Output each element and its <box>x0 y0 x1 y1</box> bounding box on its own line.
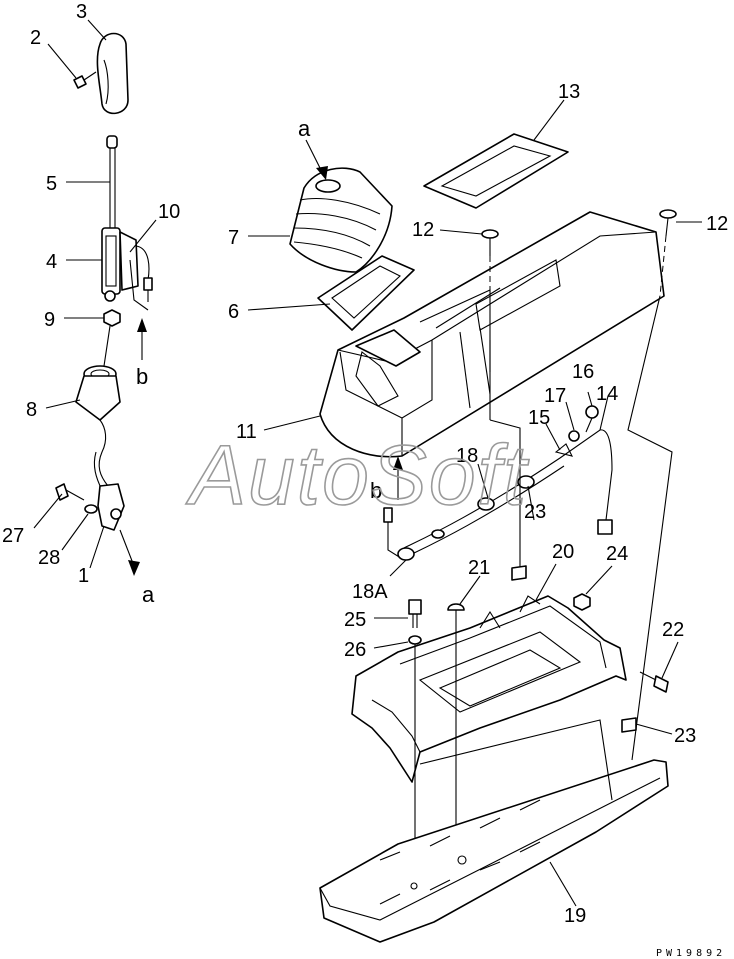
nut-part <box>103 309 121 327</box>
screw-16-part <box>585 405 599 433</box>
console-base-part <box>319 719 669 943</box>
callout-22: 22 <box>662 619 684 641</box>
clip-23-bottom <box>621 717 637 733</box>
callout-11: 11 <box>236 421 257 443</box>
callout-18: 18 <box>456 445 478 467</box>
callout-21: 21 <box>468 557 490 579</box>
callout-1: 1 <box>78 565 89 587</box>
callout-23-top: 23 <box>524 501 546 523</box>
boot-plate-part <box>317 255 415 331</box>
callout-17: 17 <box>544 385 566 407</box>
callout-13: 13 <box>558 81 580 103</box>
bolt-25-part <box>408 599 422 628</box>
lever-boot-part <box>75 365 121 421</box>
arrow-a-bottom <box>119 529 140 576</box>
console-screw-right <box>659 209 677 237</box>
callout-19: 19 <box>564 905 586 927</box>
console-frame-part <box>351 595 627 783</box>
callout-12-left: 12 <box>412 219 434 241</box>
marker-a-top: a <box>298 116 311 141</box>
callout-16: 16 <box>572 361 594 383</box>
callout-7: 7 <box>228 227 239 249</box>
callout-10: 10 <box>158 201 180 223</box>
washer-26-part <box>408 635 422 645</box>
leader-lines <box>33 19 702 907</box>
callout-27: 27 <box>2 525 24 547</box>
switch-wire-part <box>129 245 153 311</box>
callout-9: 9 <box>44 309 55 331</box>
arrow-b-right <box>393 456 403 500</box>
callout-26: 26 <box>344 639 366 661</box>
console-tray-part <box>423 133 569 209</box>
lever-arm-part <box>97 483 125 531</box>
wiring-harness-part <box>383 429 613 561</box>
callout-20: 20 <box>552 541 574 563</box>
arm-washer-part <box>84 504 98 514</box>
callout-5: 5 <box>46 173 57 195</box>
callout-28: 28 <box>38 547 60 569</box>
callout-18A: 18A <box>352 581 388 603</box>
console-screw-left <box>481 229 499 256</box>
drawing-code: PW19892 <box>656 948 726 959</box>
arrow-b-left <box>137 318 147 360</box>
callout-25: 25 <box>344 609 366 631</box>
marker-b-right: b <box>370 478 382 503</box>
callout-2: 2 <box>30 27 41 49</box>
marker-b-left: b <box>136 364 148 389</box>
arm-bolt-part <box>55 483 85 501</box>
console-body-part <box>319 211 665 458</box>
callout-14: 14 <box>596 383 618 405</box>
nut-24-part <box>573 593 591 611</box>
lever-rod-part <box>106 135 118 230</box>
knob-screw-part <box>73 71 97 89</box>
callout-23-bottom: 23 <box>674 725 696 747</box>
lever-bracket-part <box>101 227 139 302</box>
callout-4: 4 <box>46 251 57 273</box>
callout-8: 8 <box>26 399 37 421</box>
lever-knob-part <box>96 32 129 115</box>
shift-boot-part <box>289 167 393 273</box>
callout-12-right: 12 <box>706 213 728 235</box>
callout-3: 3 <box>76 1 87 23</box>
marker-a-bottom: a <box>142 582 155 607</box>
clip-part <box>568 430 580 442</box>
callout-24: 24 <box>606 543 628 565</box>
watermark: AutoSoft <box>185 428 530 522</box>
callout-6: 6 <box>228 301 239 323</box>
clip-23-top <box>511 565 527 581</box>
callout-15: 15 <box>528 407 550 429</box>
arrow-a-top <box>305 139 328 180</box>
bolt-22-part <box>639 671 669 693</box>
